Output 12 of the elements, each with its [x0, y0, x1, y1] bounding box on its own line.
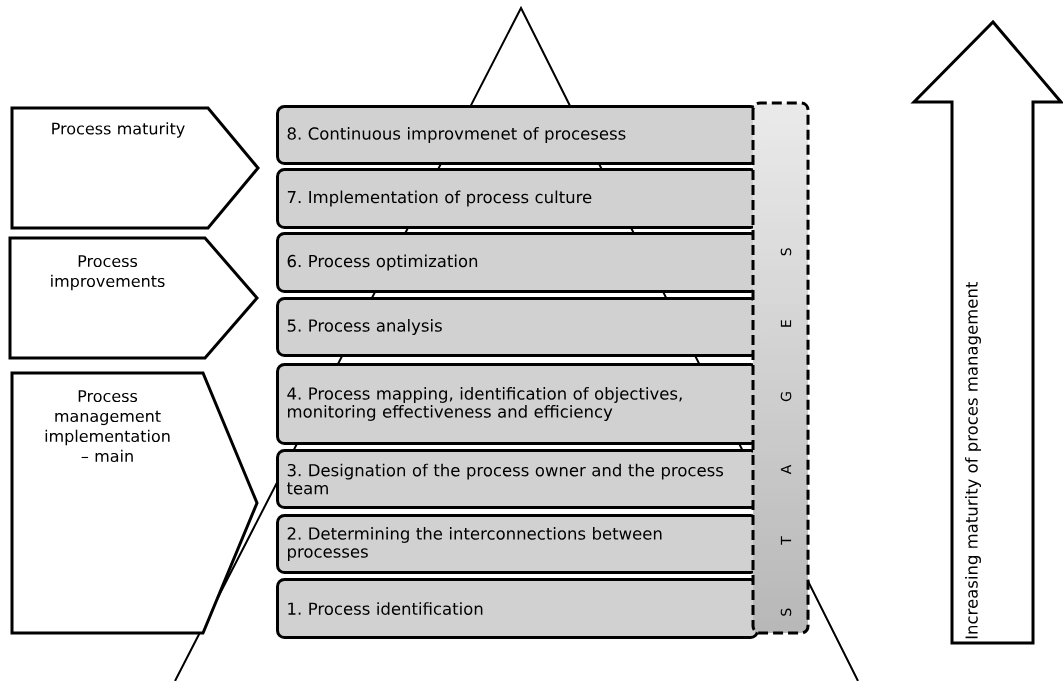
stages-bar: STAGES	[751, 101, 810, 635]
pentagon-box: Process maturity	[10, 106, 260, 230]
stage-box: 5. Process analysis	[276, 297, 759, 357]
stage-box: 4. Process mapping, identification of objectives, monitoring effectiveness and efficiency	[276, 363, 759, 445]
stage-box: 7. Implementation of process culture	[276, 168, 759, 229]
stage-box: 8. Continuous improvmenet of procesess	[276, 105, 759, 165]
stage-box: 2. Determining the interconnections between processes	[276, 514, 759, 574]
pentagon-box: Process improvements	[8, 236, 259, 360]
stage-box: 1. Process identification	[276, 578, 759, 639]
stage-box: 3. Designation of the process owner and the process team	[276, 449, 759, 509]
stage-box: 6. Process optimization	[276, 232, 759, 293]
pentagon-box: Process management implementation – main	[10, 371, 259, 635]
